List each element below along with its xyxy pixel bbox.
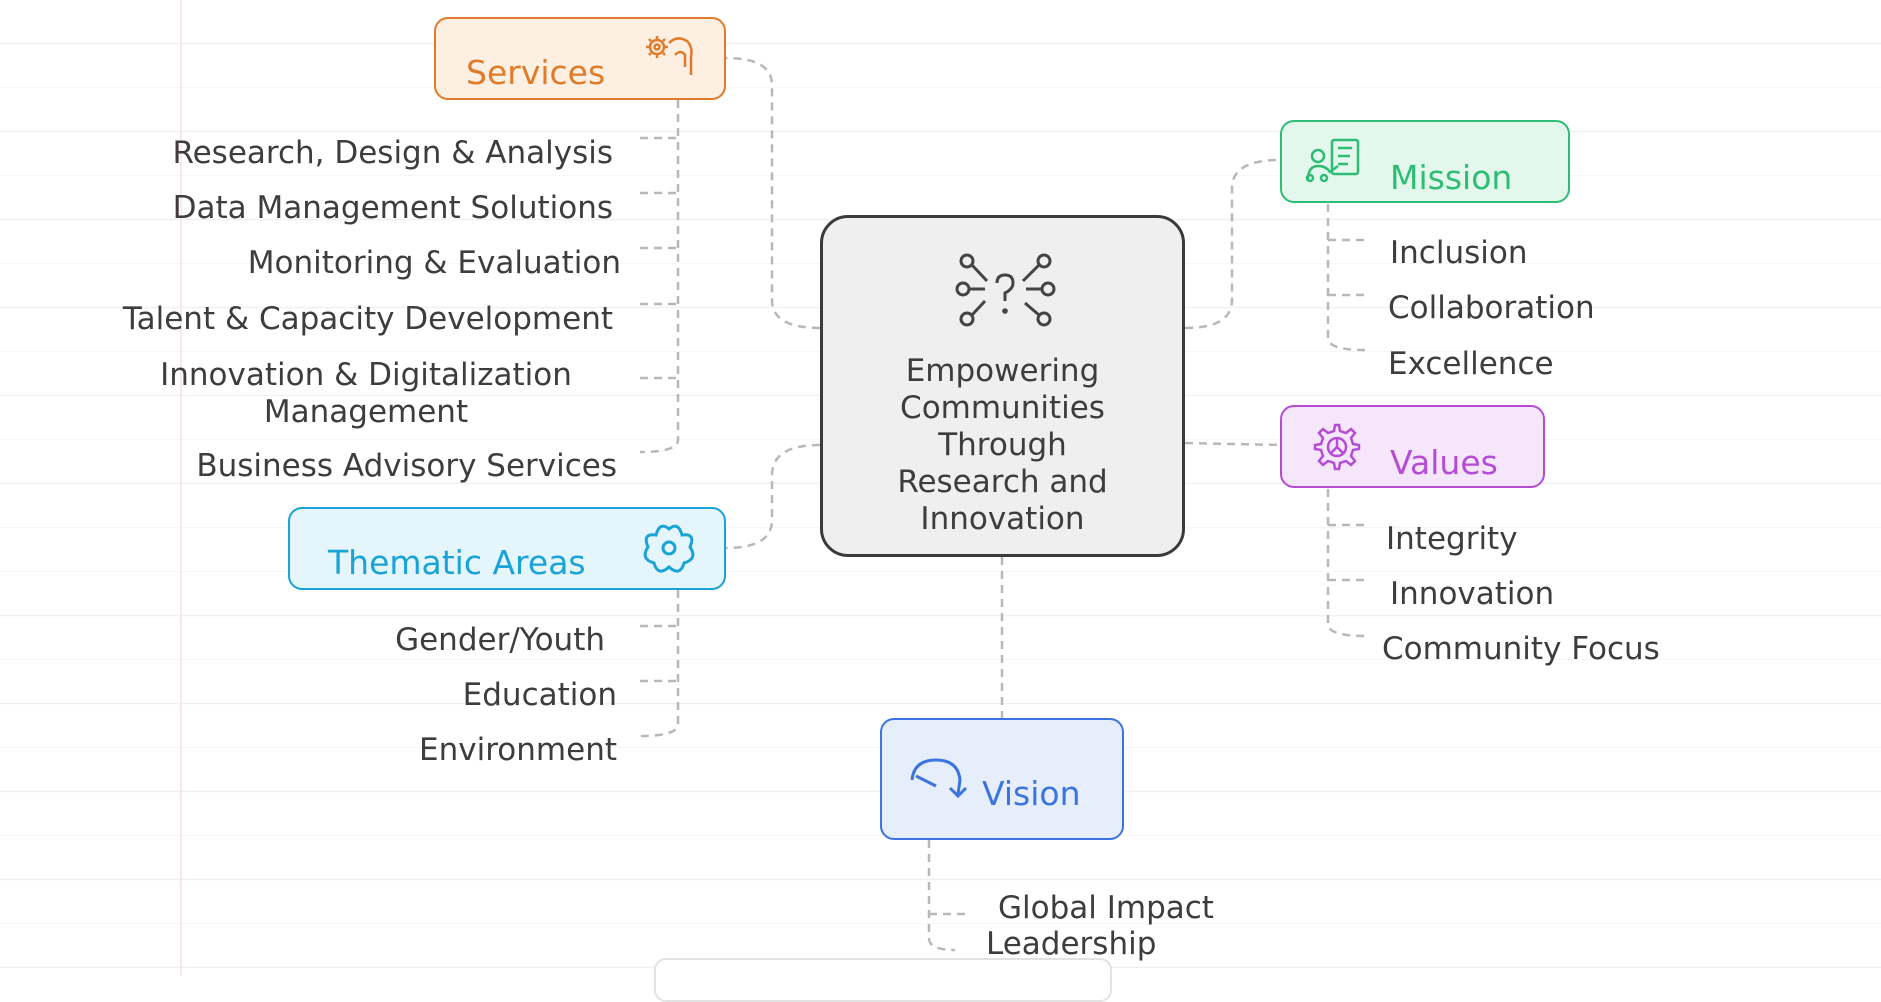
center-title: Empowering Communities Through Research … [897,353,1108,537]
services-label: Services [466,53,606,92]
thematic-areas-label: Thematic Areas [328,543,586,582]
notebook-margin-line [180,0,182,976]
values-label: Values [1390,443,1498,482]
vision-label: Vision [982,774,1081,813]
refresh-arrow-icon [910,758,968,799]
bottom-panel-edge [654,958,1112,1002]
hand-gear-icon [646,36,693,75]
branching-question-icon [955,253,1056,327]
mission-item-1: Inclusion [1390,235,1528,271]
mission-item-2: Collaboration [1388,290,1595,326]
center-node: Empowering Communities Through Research … [820,215,1185,557]
thematic-item-2: Education [462,677,617,713]
services-item-1: Research, Design & Analysis [172,135,613,171]
thematic-item-3: Environment [419,732,617,768]
thematic-item-1: Gender/Youth [395,622,605,658]
thematic-areas-node: Thematic Areas [288,507,726,590]
services-item-3: Monitoring & Evaluation [247,245,621,281]
services-node: Services [434,17,726,100]
mission-item-3: Excellence [1388,346,1554,382]
mission-node: Mission [1280,120,1570,203]
vision-item-1: Global Impact [998,890,1214,926]
vision-node: Vision [880,718,1124,840]
vision-item-2: Leadership [986,926,1157,962]
connector-lines [639,56,1366,952]
mission-label: Mission [1390,158,1513,197]
services-item-5: Innovation & Digitalization Management [160,357,572,430]
values-node: Values [1280,405,1545,488]
flower-icon [643,524,695,573]
values-item-3: Community Focus [1382,631,1660,667]
services-item-6: Business Advisory Services [196,448,617,484]
services-item-2: Data Management Solutions [172,190,613,226]
values-item-1: Integrity [1386,521,1518,557]
values-item-2: Innovation [1390,576,1555,612]
gear-icon [1313,423,1361,471]
services-item-4: Talent & Capacity Development [122,301,613,337]
presenter-icon [1305,138,1360,183]
